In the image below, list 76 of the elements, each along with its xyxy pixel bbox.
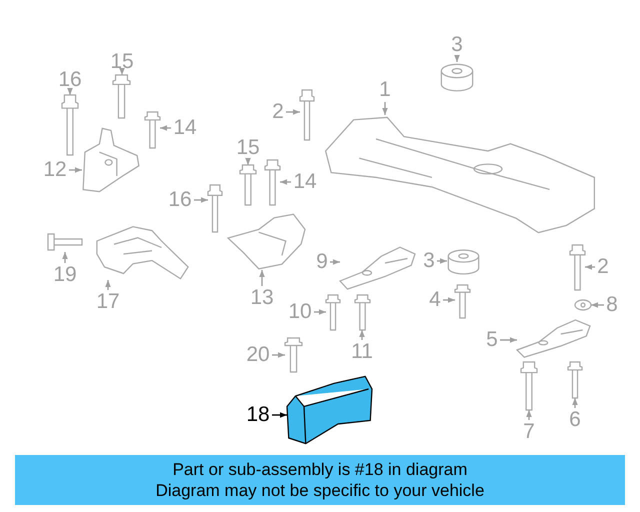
callout-number: 16 bbox=[166, 188, 194, 212]
leader-line bbox=[105, 280, 111, 290]
callout-number: 11 bbox=[348, 340, 376, 364]
notice-banner bbox=[15, 455, 625, 505]
leader-line bbox=[314, 309, 326, 315]
leader-line bbox=[572, 398, 578, 408]
leader-line bbox=[359, 330, 365, 340]
callout-number: 15 bbox=[234, 136, 262, 160]
bracket-drawing bbox=[517, 318, 590, 358]
callout-number: 3 bbox=[449, 33, 465, 57]
notice-text: Part or sub-assembly is #18 in diagram bbox=[172, 459, 468, 480]
callout-number: 14 bbox=[291, 170, 319, 194]
leader-line bbox=[160, 125, 171, 131]
bolt-drawing bbox=[568, 362, 582, 398]
leader-line bbox=[272, 412, 287, 418]
leader-line bbox=[119, 68, 125, 75]
callout-number: 7 bbox=[521, 420, 537, 444]
bushing-drawing bbox=[440, 62, 474, 92]
bolt-drawing bbox=[145, 112, 160, 148]
bolt-drawing bbox=[300, 90, 314, 140]
bolt-drawing bbox=[570, 245, 585, 290]
leader-line bbox=[69, 167, 82, 173]
bracket-drawing bbox=[287, 375, 372, 445]
leader-line bbox=[382, 102, 388, 115]
bracket-drawing bbox=[228, 212, 305, 270]
bolt-drawing bbox=[326, 295, 340, 330]
bolt-drawing bbox=[113, 75, 130, 118]
callout-number: 2 bbox=[595, 255, 611, 279]
leader-line bbox=[330, 259, 340, 265]
callout-number: 15 bbox=[108, 50, 136, 74]
callout-number: 3 bbox=[421, 249, 437, 273]
callout-number: 18 bbox=[244, 403, 272, 427]
callout-number: 14 bbox=[171, 116, 199, 140]
bolt-drawing bbox=[240, 165, 256, 205]
bolt-drawing bbox=[265, 160, 280, 205]
leader-line bbox=[259, 270, 265, 286]
leader-line bbox=[591, 302, 604, 308]
leader-line bbox=[454, 55, 460, 62]
leader-line bbox=[245, 158, 251, 165]
callout-number: 17 bbox=[94, 290, 122, 314]
leader-line bbox=[500, 337, 517, 343]
leader-line bbox=[194, 197, 208, 203]
leader-line bbox=[585, 264, 595, 270]
callout-number: 9 bbox=[314, 250, 330, 274]
bushing-drawing bbox=[447, 248, 480, 275]
leader-line bbox=[67, 88, 73, 95]
leader-line bbox=[443, 297, 455, 303]
callout-number: 20 bbox=[244, 343, 272, 367]
leader-line bbox=[62, 252, 68, 263]
callout-number: 8 bbox=[604, 293, 620, 317]
leader-line bbox=[286, 109, 300, 115]
callout-number: 16 bbox=[56, 68, 84, 92]
callout-number: 5 bbox=[484, 328, 500, 352]
callout-number: 4 bbox=[427, 288, 443, 312]
engine-mount-drawing bbox=[82, 125, 140, 193]
callout-number: 12 bbox=[41, 158, 69, 182]
leader-line bbox=[437, 258, 447, 264]
bolt-drawing bbox=[455, 285, 470, 318]
callout-number: 2 bbox=[270, 100, 286, 124]
callout-number: 13 bbox=[248, 286, 276, 310]
bolt-drawing bbox=[521, 362, 537, 410]
callout-number: 10 bbox=[286, 300, 314, 324]
bolt-drawing bbox=[355, 295, 370, 330]
bolt-drawing bbox=[208, 185, 222, 232]
leader-line bbox=[526, 410, 532, 420]
bracket-drawing bbox=[340, 245, 415, 290]
washer-drawing bbox=[575, 300, 591, 310]
leader-line bbox=[280, 179, 291, 185]
callout-number: 19 bbox=[51, 263, 79, 287]
bolt-drawing bbox=[48, 232, 82, 252]
leader-line bbox=[272, 352, 285, 358]
callout-number: 6 bbox=[567, 408, 583, 432]
bolt-drawing bbox=[62, 95, 78, 155]
notice-text: Diagram may not be specific to your vehicle bbox=[156, 480, 484, 501]
bolt-drawing bbox=[285, 338, 302, 372]
callout-number: 1 bbox=[377, 78, 393, 102]
